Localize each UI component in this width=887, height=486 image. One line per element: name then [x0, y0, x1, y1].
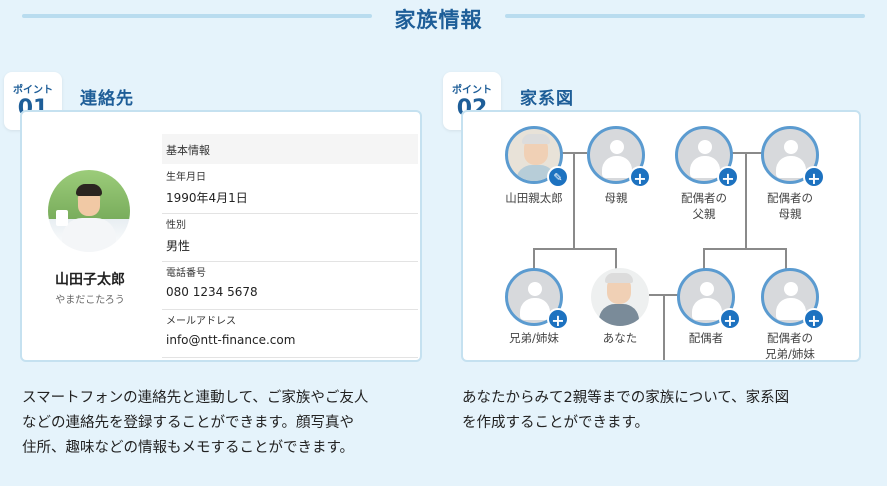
label-line: 母親	[778, 207, 802, 221]
label-line: 配偶者の	[681, 191, 727, 205]
info-value: 男性	[166, 239, 191, 253]
tree-node-label: あなた	[602, 331, 638, 345]
description-line: などの連絡先を登録することができます。顔写真や	[22, 415, 355, 431]
contact-kana: やまだこたろう	[55, 295, 125, 306]
info-row-email[interactable]: メールアドレス info@ntt-finance.com	[162, 312, 418, 358]
info-key: 電話番号	[166, 268, 206, 279]
section-title-contacts: 連絡先	[80, 89, 134, 109]
family-tree-description: あなたからみて2親等までの家族について、家系図 を作成することができます。	[462, 386, 789, 436]
header-divider-left	[22, 14, 372, 18]
info-key: メールアドレス	[166, 316, 236, 327]
label-line: 配偶者の	[767, 191, 813, 205]
tree-line	[573, 152, 575, 248]
tree-node-label: 配偶者	[688, 331, 724, 345]
tree-node-label: 配偶者の 父親	[659, 190, 749, 222]
plus-icon[interactable]: +	[547, 308, 569, 330]
point-badge-label: ポイント	[13, 85, 53, 96]
family-tree-card: ✎ 山田親太郎 + 母親 + 配偶者の 父親 + 配偶者の 母親 + 兄弟/姉妹…	[461, 110, 861, 362]
tree-line	[785, 248, 787, 270]
contact-card: 山田子太郎 やまだこたろう 基本情報 生年月日 1990年4月1日 性別 男性 …	[20, 110, 422, 362]
plus-icon[interactable]: +	[803, 308, 825, 330]
tree-node-spouse[interactable]: +	[677, 268, 741, 330]
label-line: 兄弟/姉妹	[765, 347, 815, 361]
tree-node-label: 山田親太郎	[505, 191, 563, 205]
contact-avatar[interactable]	[48, 170, 130, 252]
label-line: 配偶者の	[767, 331, 813, 345]
contact-name: 山田子太郎	[55, 272, 125, 288]
section-title-family-tree: 家系図	[520, 89, 574, 109]
info-row-gender[interactable]: 性別 男性	[162, 216, 418, 262]
info-value: info@ntt-finance.com	[166, 333, 296, 347]
description-line: スマートフォンの連絡先と連動して、ご家族やご友人	[22, 390, 369, 406]
father-photo	[505, 126, 563, 184]
tree-node-mother[interactable]: +	[587, 126, 651, 188]
tree-line	[533, 248, 617, 250]
you-photo	[591, 268, 649, 326]
tree-line	[703, 248, 787, 250]
tree-node-label: 配偶者の 母親	[745, 190, 835, 222]
tree-line	[615, 248, 617, 270]
tree-node-sibling[interactable]: +	[505, 268, 569, 330]
tree-node-spouse-mother[interactable]: +	[761, 126, 825, 188]
contacts-description: スマートフォンの連絡先と連動して、ご家族やご友人 などの連絡先を登録することがで…	[22, 386, 368, 461]
info-row-birthday[interactable]: 生年月日 1990年4月1日	[162, 168, 418, 214]
pencil-icon[interactable]: ✎	[547, 166, 569, 188]
tree-node-father[interactable]: ✎	[505, 126, 569, 188]
person-placeholder-icon	[761, 126, 819, 184]
tree-line	[533, 248, 535, 270]
header-divider-right	[505, 14, 865, 18]
plus-icon[interactable]: +	[803, 166, 825, 188]
plus-icon[interactable]: +	[719, 308, 741, 330]
page-title: 家族情報	[394, 8, 483, 32]
tree-node-spouse-sibling[interactable]: +	[761, 268, 825, 330]
info-value: 080 1234 5678	[166, 285, 258, 299]
tree-node-you[interactable]	[591, 268, 649, 326]
description-line: 住所、趣味などの情報もメモすることができます。	[22, 440, 355, 456]
tree-line	[663, 294, 665, 360]
info-row-phone[interactable]: 電話番号 080 1234 5678	[162, 264, 418, 310]
tree-node-label: 兄弟/姉妹	[509, 331, 559, 345]
description-line: を作成することができます。	[462, 415, 650, 431]
tree-node-label: 配偶者の 兄弟/姉妹	[745, 330, 835, 361]
label-line: 父親	[692, 207, 716, 221]
point-badge-label: ポイント	[452, 85, 492, 96]
tree-node-spouse-father[interactable]: +	[675, 126, 739, 188]
info-value: 1990年4月1日	[166, 191, 248, 205]
info-section-head: 基本情報	[162, 134, 418, 164]
person-placeholder-icon	[675, 126, 733, 184]
info-key: 性別	[166, 220, 186, 231]
description-line: あなたからみて2親等までの家族について、家系図	[462, 390, 790, 406]
tree-node-label: 母親	[604, 191, 628, 205]
plus-icon[interactable]: +	[717, 166, 739, 188]
tree-line	[745, 152, 747, 248]
info-key: 生年月日	[166, 172, 206, 183]
plus-icon[interactable]: +	[629, 166, 651, 188]
tree-line	[703, 248, 705, 270]
